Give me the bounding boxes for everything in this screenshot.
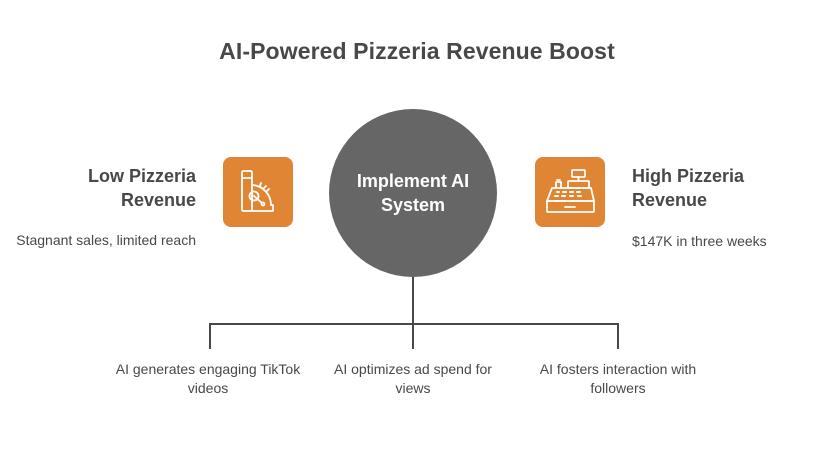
point-of-sale-register-icon: [535, 157, 605, 227]
left-state-title: Low Pizzeria Revenue: [87, 166, 196, 210]
diagram-title: AI-Powered Pizzeria Revenue Boost: [219, 38, 615, 64]
right-state-description: $147K in three weeks: [632, 233, 767, 249]
central-hub-node: Implement AI System: [329, 109, 497, 277]
branch-ad-spend: AI optimizes ad spend for views: [334, 361, 492, 396]
branch-tiktok-videos: AI generates engaging TikTok videos: [115, 361, 301, 396]
hub-label: Implement AI System: [356, 171, 470, 215]
left-state-description: Stagnant sales, limited reach: [16, 232, 196, 248]
right-state-title: High Pizzeria Revenue: [632, 166, 745, 210]
cash-register-icon: [223, 157, 293, 227]
branch-follower-interaction: AI fosters interaction with followers: [539, 361, 697, 396]
